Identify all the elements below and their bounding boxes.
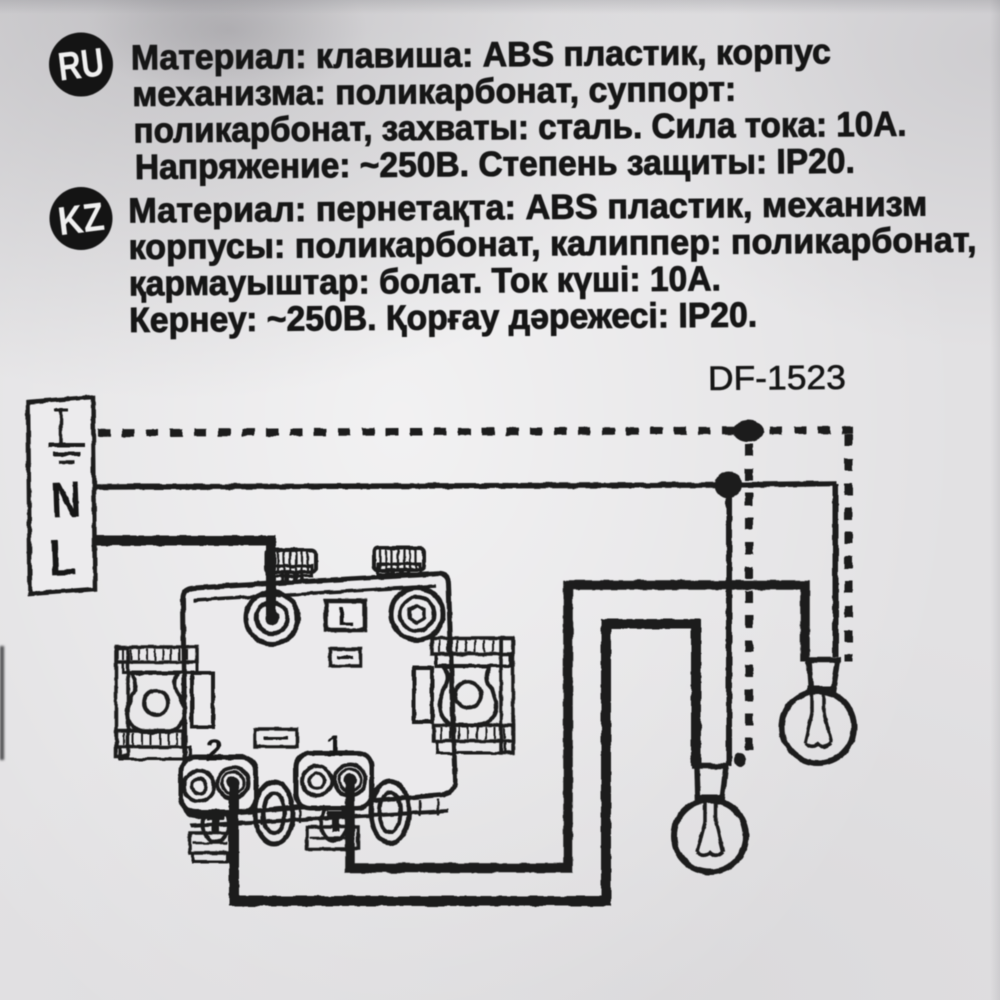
svg-text:2: 2 bbox=[206, 734, 223, 767]
svg-text:L: L bbox=[338, 601, 354, 631]
svg-text:Материал: клавиша: ABS пластик: Материал: клавиша: ABS пластик, корпус bbox=[131, 32, 831, 77]
svg-text:Кернеу: ~250В. Қорғау дәрежесі: Кернеу: ~250В. Қорғау дәрежесі: IP20. bbox=[129, 296, 757, 340]
svg-text:Напряжение: ~250В. Степень защ: Напряжение: ~250В. Степень защиты: IP20. bbox=[135, 142, 855, 187]
svg-text:RU: RU bbox=[56, 40, 107, 89]
svg-text:механизма: поликарбонат, суппо: механизма: поликарбонат, суппорт: bbox=[132, 70, 736, 114]
svg-text:L: L bbox=[48, 529, 77, 588]
svg-text:KZ: KZ bbox=[56, 195, 107, 244]
svg-text:поликарбонат, захваты: сталь.: поликарбонат, захваты: сталь. Сила тока:… bbox=[133, 105, 906, 151]
svg-text:1: 1 bbox=[326, 730, 343, 763]
svg-text:корпусы: поликарбонат, калиппе: корпусы: поликарбонат, калиппер: поликар… bbox=[128, 221, 976, 267]
svg-text:N: N bbox=[50, 470, 82, 528]
svg-text:DF-1523: DF-1523 bbox=[708, 359, 846, 398]
svg-text:қармауыштар: болат. Ток күші:: қармауыштар: болат. Ток күші: 10А. bbox=[129, 259, 721, 303]
svg-text:Материал: пернетақта: ABS плас: Материал: пернетақта: ABS пластик, механ… bbox=[128, 185, 927, 231]
